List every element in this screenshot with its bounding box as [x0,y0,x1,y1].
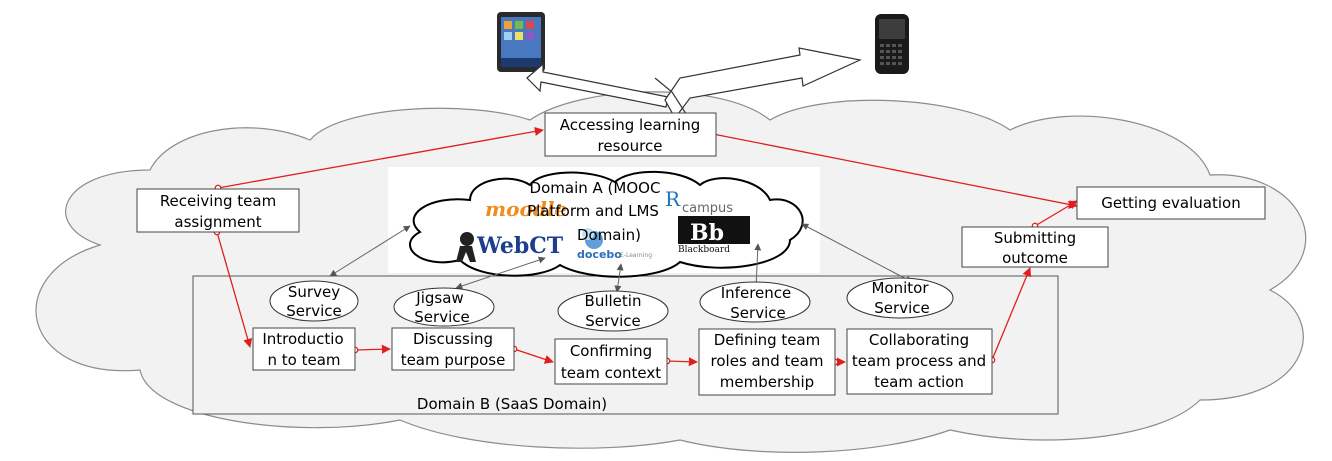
svg-text:membership: membership [720,373,814,391]
step-submitting-outcome: Submitting outcome [961,226,1109,268]
svg-text:docebo: docebo [577,248,622,261]
svg-text:Survey: Survey [288,283,340,301]
svg-text:Bb: Bb [690,220,724,246]
blackboard-logo: Bb Blackboard [678,216,750,255]
domain-b-label: Domain B (SaaS Domain) [417,395,607,413]
service-connectors [329,223,913,293]
svg-text:Platform and LMS: Platform and LMS [527,202,659,220]
webct-logo: WebCT [456,232,564,262]
svg-text:Submitting: Submitting [994,229,1076,247]
svg-text:team process and: team process and [852,352,986,370]
svg-text:moodle: moodle [485,197,567,221]
svg-text:Domain): Domain) [577,226,641,244]
svg-text:WebCT: WebCT [476,233,564,259]
svg-text:n to team: n to team [267,351,340,369]
svg-text:Confirming: Confirming [570,342,652,360]
svg-text:Service: Service [414,308,469,326]
process-flow [213,126,1078,367]
service-jigsaw: Jigsaw Service [393,287,495,327]
svg-text:Monitor: Monitor [871,279,929,297]
svg-text:outcome: outcome [1002,249,1068,267]
service-survey: Survey Service [269,280,359,322]
svg-text:Service: Service [585,312,640,330]
svg-text:Service: Service [286,302,341,320]
svg-text:resource: resource [598,137,663,155]
svg-text:roles and team: roles and team [711,352,824,370]
svg-text:Getting evaluation: Getting evaluation [1101,194,1240,212]
svg-text:R: R [665,187,681,211]
svg-text:Blackboard: Blackboard [678,245,730,255]
step-defining-team-roles: Defining team roles and team membership [698,328,836,396]
domain-a-cloud [409,170,804,278]
step-introduction-to-team: Introductio n to team [252,327,356,371]
moodle-logo: moodle [485,197,567,221]
step-confirming-team-context: Confirming team context [554,338,668,385]
svg-text:team action: team action [874,373,964,391]
svg-text:Domain A (MOOC: Domain A (MOOC [530,179,661,197]
docebo-logo: docebo E-Learning [577,228,652,261]
step-getting-evaluation: Getting evaluation [1076,186,1266,220]
tablet-icon [497,12,545,72]
svg-text:Receiving team: Receiving team [160,192,276,210]
svg-text:E-Learning: E-Learning [620,252,652,259]
device-sync-arrows [526,47,862,121]
phone-icon [875,14,909,74]
svg-text:Inference: Inference [721,284,792,302]
svg-text:campus: campus [682,201,733,216]
svg-text:Accessing learning: Accessing learning [560,116,701,134]
svg-text:Service: Service [730,304,785,322]
service-inference: Inference Service [699,281,811,323]
service-monitor: Monitor Service [846,277,954,319]
svg-text:Collaborating: Collaborating [869,331,969,349]
svg-text:team purpose: team purpose [401,351,506,369]
svg-text:assignment: assignment [174,213,261,231]
svg-text:Service: Service [874,299,929,317]
step-receiving-team-assignment: Receiving team assignment [136,188,300,233]
svg-text:Defining team: Defining team [714,331,821,349]
domain-a-label: Domain A (MOOC Platform and LMS Domain) [527,179,660,244]
step-collaborating-team-process: Collaborating team process and team acti… [846,328,993,395]
svg-text:Jigsaw: Jigsaw [415,289,463,307]
step-discussing-team-purpose: Discussing team purpose [391,327,515,371]
svg-text:team context: team context [561,364,661,382]
svg-text:Bulletin: Bulletin [585,292,642,310]
step-accessing-learning-resource: Accessing learning resource [544,112,717,157]
svg-text:Introductio: Introductio [262,330,343,348]
svg-text:Discussing: Discussing [413,330,493,348]
service-bulletin: Bulletin Service [557,290,669,332]
